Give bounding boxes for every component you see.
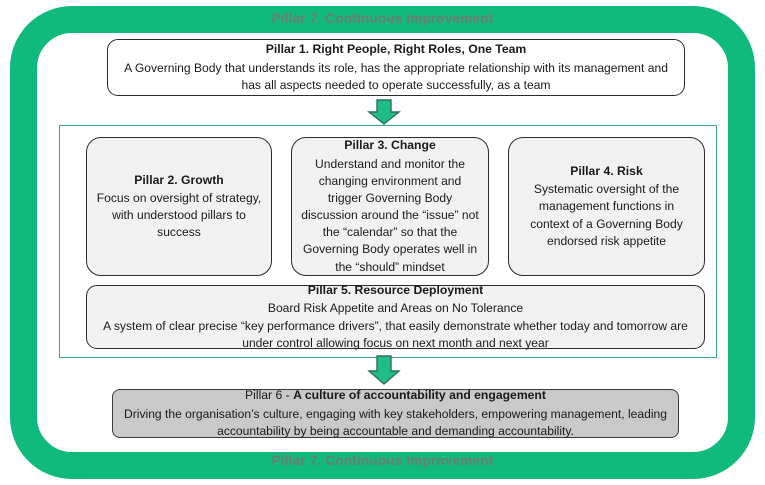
- pillar6-title-prefix: Pillar 6 -: [245, 388, 294, 403]
- pillar2-title: Pillar 2. Growth: [134, 172, 224, 187]
- down-arrow-icon-2: [367, 355, 401, 385]
- pillar5-title: Pillar 5. Resource Deployment: [307, 283, 484, 298]
- pillar4-box: Pillar 4. Risk Systematic oversight of t…: [508, 137, 705, 276]
- pillar5-line3: under control allowing focus on next mon…: [242, 335, 549, 350]
- pillar2-body: Focus on oversight of strategy, with und…: [96, 190, 262, 240]
- pillar7-top-label: Pillar 7. Continuous Improvement: [271, 11, 494, 26]
- pillar6-line2: accountability by being accountable and …: [217, 423, 574, 438]
- down-arrow-icon-1: [367, 99, 401, 125]
- pillar2-box: Pillar 2. Growth Focus on oversight of s…: [86, 137, 272, 276]
- pillar5-box: Pillar 5. Resource Deployment Board Risk…: [86, 283, 705, 350]
- pillar1-line2: has all aspects needed to operate succes…: [241, 77, 551, 92]
- pillar3-box: Pillar 3. Change Understand and monitor …: [291, 137, 489, 276]
- pillar4-body: Systematic oversight of the management f…: [530, 182, 683, 248]
- pillar6-title-bold: A culture of accountability and engageme…: [293, 388, 546, 403]
- pillar1-box: Pillar 1. Right People, Right Roles, One…: [107, 39, 685, 96]
- pillar7-bottom-label: Pillar 7. Continuous Improvement: [271, 453, 494, 468]
- pillar6-line1: Driving the organisation’s culture, enga…: [124, 406, 667, 421]
- pillar3-body: Understand and monitor the changing envi…: [301, 156, 479, 274]
- pillar7-green-frame: [10, 6, 755, 479]
- pillar1-line1: A Governing Body that understands its ro…: [124, 60, 668, 75]
- pillar6-title: Pillar 6 - A culture of accountability a…: [245, 387, 546, 404]
- pillar5-line1: Board Risk Appetite and Areas on No Tole…: [267, 301, 524, 316]
- pillar3-title: Pillar 3. Change: [344, 138, 436, 153]
- pillar4-title: Pillar 4. Risk: [570, 163, 643, 178]
- pillar1-title: Pillar 1. Right People, Right Roles, One…: [265, 42, 527, 57]
- pillar6-box: Pillar 6 - A culture of accountability a…: [112, 387, 679, 438]
- pillar5-line2: A system of clear precise “key performan…: [103, 318, 688, 333]
